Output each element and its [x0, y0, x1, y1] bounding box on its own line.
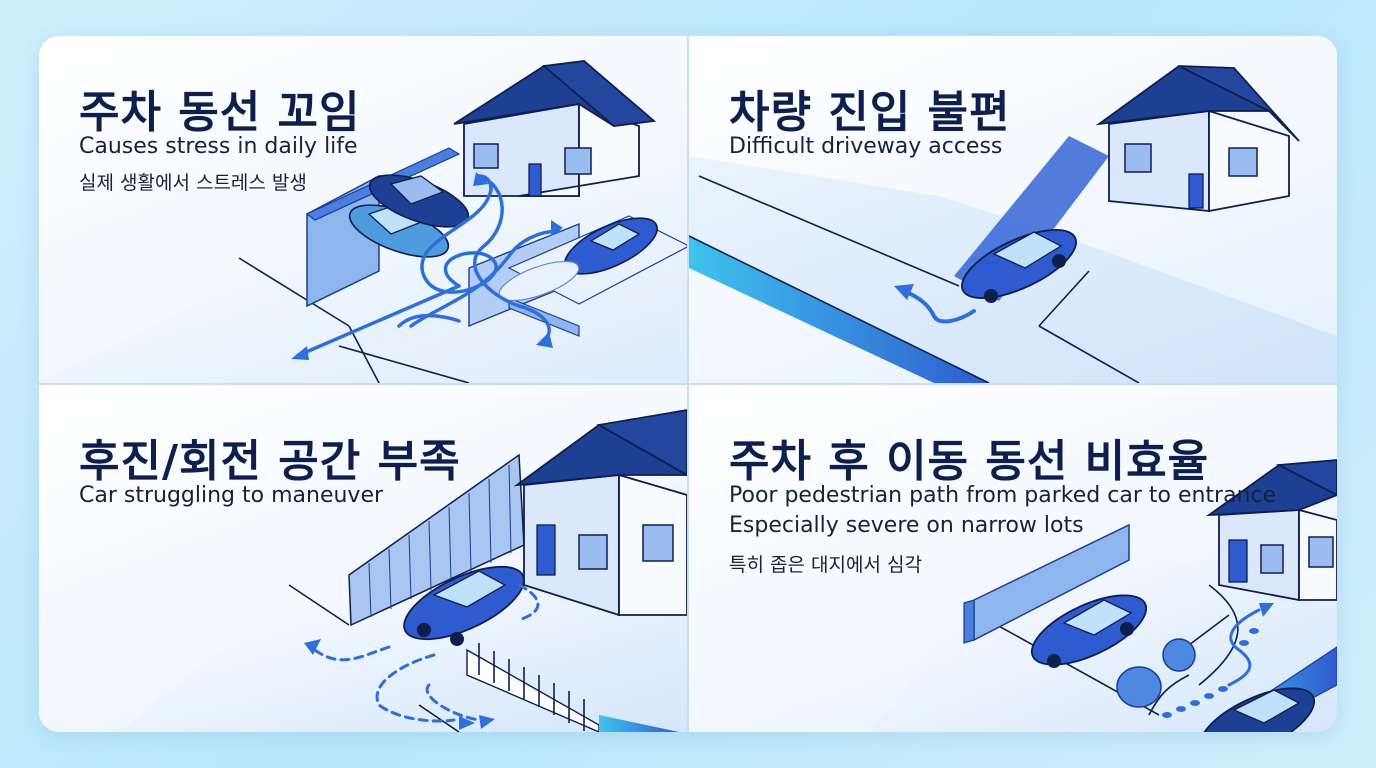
panel-title: 주차 동선 꼬임 [79, 87, 361, 138]
car-icon [368, 174, 470, 228]
panel-subtitle-korean: 특히 좁은 대지에서 심각 [729, 554, 922, 576]
footprints-icon [1162, 628, 1259, 718]
panel-subtitle-korean: 실제 생활에서 스트레스 발생 [79, 172, 307, 194]
panel-subtitle-line2: Especially severe on narrow lots [729, 513, 1084, 538]
shrub-icon [1116, 638, 1196, 708]
panel-subtitle: Car struggling to maneuver [79, 483, 384, 508]
car-icon [1198, 687, 1316, 732]
driveway-access-illustration [689, 64, 1337, 383]
dashed-arrows-icon [309, 583, 540, 723]
panel-title: 주차 후 이동 동선 비효율 [729, 436, 1210, 487]
house-icon [453, 60, 657, 197]
house-icon [513, 409, 687, 617]
panel-pedestrian-path: 주차 후 이동 동선 비효율 Poor pedestrian path from… [689, 385, 1337, 732]
horizontal-divider [39, 383, 1337, 385]
wall-icon [963, 523, 1130, 644]
panel-parking-circulation: 주차 동선 꼬임 Causes stress in daily life 실제 … [39, 36, 687, 383]
car-icon [1030, 594, 1148, 668]
car-icon [403, 565, 525, 646]
car-icon [961, 229, 1077, 303]
fence-icon [466, 643, 679, 732]
panel-title: 차량 진입 불편 [729, 87, 1011, 138]
tangled-arrows-icon [291, 172, 563, 360]
panel-maneuver-space: 후진/회전 공간 부족 Car struggling to maneuver [39, 385, 687, 732]
infographic-card: 주차 동선 꼬임 Causes stress in daily life 실제 … [39, 36, 1337, 732]
panel-subtitle: Causes stress in daily life [79, 134, 358, 159]
parking-circulation-illustration [39, 60, 687, 383]
pedestrian-path-illustration [869, 459, 1337, 732]
panel-subtitle: Difficult driveway access [729, 134, 1003, 159]
maneuver-space-illustration [119, 409, 687, 732]
house-icon [1205, 459, 1337, 602]
turn-arrow-icon [894, 284, 976, 324]
panel-subtitle-line1: Poor pedestrian path from parked car to … [729, 483, 1277, 508]
panel-title: 후진/회전 공간 부족 [79, 436, 461, 487]
house-icon [1095, 64, 1300, 213]
panel-driveway-access: 차량 진입 불편 Difficult driveway access [689, 36, 1337, 383]
